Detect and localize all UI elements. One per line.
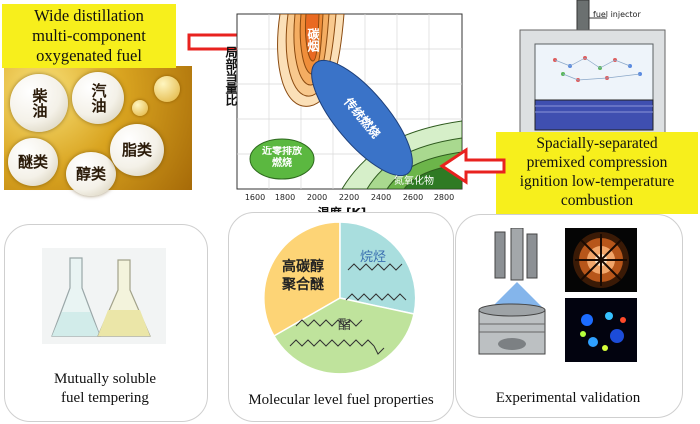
x-tick: 2000 — [307, 193, 327, 202]
box-line: oxygenated fuel — [36, 46, 142, 65]
fuel-composition-pie — [263, 222, 417, 374]
fuel-label-diesel: 柴油 — [30, 88, 49, 118]
box-line: multi-component — [32, 26, 146, 45]
box-line: ignition low-temperature — [519, 173, 675, 190]
fuel-droplets-image: 柴油 汽油 醚类 醇类 脂类 — [4, 66, 192, 196]
engine-cylinder-diagram: fuel injector — [515, 0, 675, 141]
fuel-label-gasoline: 汽油 — [89, 83, 108, 113]
molecule-chain — [347, 263, 403, 271]
molecule-chain — [345, 293, 407, 301]
x-tick: 1800 — [275, 193, 295, 202]
soot-label: 碳烟 — [306, 27, 320, 53]
box-line: combustion — [560, 192, 634, 209]
box-line: Wide distillation — [34, 6, 144, 25]
pie-label-polyether-text: 高碳醇聚合醚 — [282, 259, 324, 293]
traditional-combustion-ellipse — [311, 59, 413, 177]
pie-slice-ester — [272, 297, 415, 374]
x-tick: 2400 — [371, 193, 391, 202]
box-line: premixed compression — [526, 154, 668, 171]
fuel-tempering-caption: Mutually soluble fuel tempering — [4, 370, 206, 408]
pie-label-ester: 酯 — [338, 318, 352, 333]
molecule-chain — [289, 339, 375, 347]
fuel-bubble-ester: 脂类 — [110, 124, 164, 176]
pie-label-alkane: 烷烃 — [360, 250, 387, 265]
y-axis-label: 局部当量比 — [224, 46, 238, 107]
molecular-properties-caption: Molecular level fuel properties — [248, 392, 434, 408]
x-tick: 2600 — [403, 193, 423, 202]
fuel-label-alcohol: 醇类 — [75, 164, 106, 183]
combustion-chart: 碳烟 传统燃烧 近零排放燃烧 氮氧化物 局部当量比 1600 1800 2000… — [224, 13, 463, 220]
pie-label-polyether: 高碳醇聚合醚 — [276, 258, 330, 294]
fuel-label-ester: 脂类 — [121, 140, 152, 159]
x-tick: 1600 — [245, 193, 265, 202]
piston — [534, 99, 654, 131]
x-tick: 2800 — [434, 193, 454, 202]
small-droplet — [132, 100, 148, 116]
arrow-left-to-chart — [439, 147, 506, 185]
near-zero-emission-zone — [249, 138, 315, 180]
caption-line: fuel tempering — [61, 390, 149, 406]
fuel-bubble-ether: 醚类 — [8, 138, 58, 186]
x-tick: 2200 — [339, 193, 359, 202]
fuel-spray — [553, 56, 642, 82]
test-engine-diagram — [465, 228, 559, 368]
low-temperature-combustion-box: Spacially-separated premixed compression… — [496, 132, 698, 214]
blue-spray — [489, 282, 545, 310]
box-line: Spacially-separated — [536, 135, 658, 152]
pie-slice-alkane — [339, 222, 417, 315]
fuel-label-ether: 醚类 — [17, 152, 48, 171]
fuel-bubble-diesel: 柴油 — [10, 74, 68, 132]
flame-image-top — [565, 228, 637, 292]
pie-slice-polyether — [263, 222, 341, 338]
near-zero-emission-label: 近零排放燃烧 — [262, 146, 302, 169]
fuel-bubble-gasoline: 汽油 — [72, 72, 124, 124]
fuel-injector-label: fuel injector — [593, 10, 641, 19]
fuel-bubble-alcohol: 醇类 — [66, 152, 116, 196]
wide-distillation-fuel-box: Wide distillation multi-component oxygen… — [2, 4, 176, 68]
flasks-image — [42, 248, 166, 344]
experimental-validation-caption: Experimental validation — [495, 390, 641, 406]
flame-image-bottom — [565, 298, 637, 362]
caption-line: Mutually soluble — [53, 371, 157, 387]
molecule-chain — [295, 319, 363, 327]
nox-label: 氮氧化物 — [394, 174, 434, 187]
small-droplet — [154, 76, 180, 102]
